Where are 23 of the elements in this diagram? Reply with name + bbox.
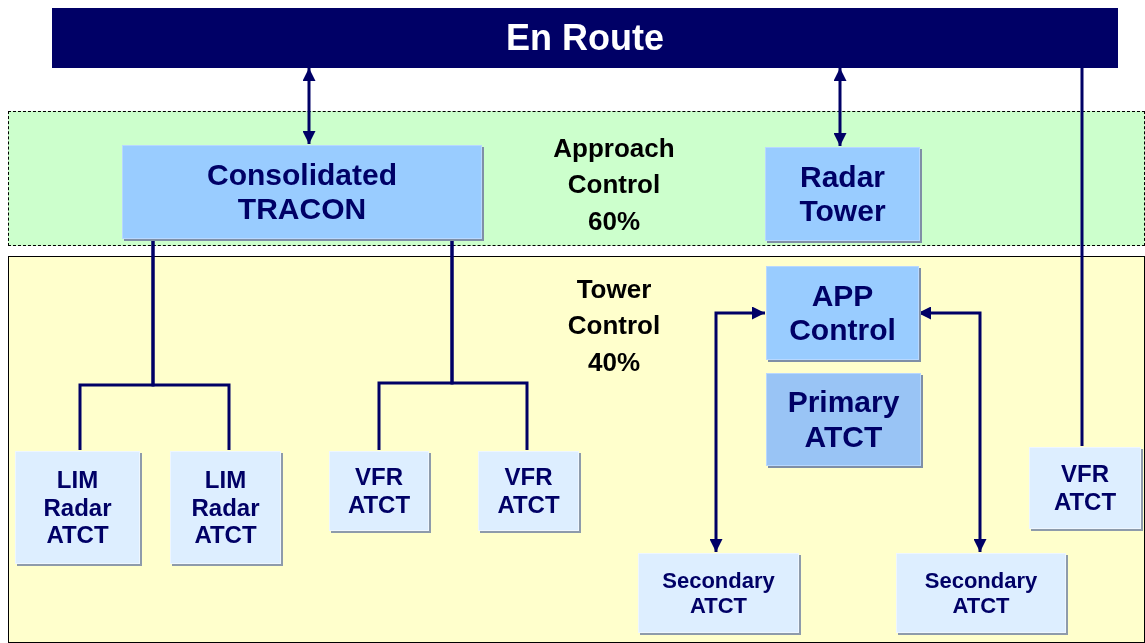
facility-box: LIM Radar ATCT	[15, 451, 140, 564]
zone-label: Approach Control 60%	[552, 132, 676, 238]
facility-box: Secondary ATCT	[638, 553, 799, 633]
header-bar: En Route	[52, 8, 1118, 68]
connector-line	[1080, 68, 1084, 446]
arrow	[918, 306, 987, 552]
facility-box: LIM Radar ATCT	[170, 451, 281, 564]
arrow	[302, 68, 316, 144]
connector-line	[151, 238, 231, 450]
facility-box: VFR ATCT	[329, 451, 429, 531]
facility-box: Radar Tower	[765, 147, 920, 241]
facility-box: VFR ATCT	[1029, 447, 1141, 529]
zone-band	[8, 111, 1145, 246]
facility-box: Consolidated TRACON	[122, 145, 482, 239]
facility-box: Secondary ATCT	[896, 553, 1066, 633]
zone-label: Tower Control 40%	[566, 273, 662, 379]
facility-box: APP Control	[766, 266, 919, 360]
arrow	[709, 306, 765, 552]
zone-band	[8, 256, 1145, 643]
connector-line	[450, 238, 529, 450]
arrow	[833, 68, 847, 146]
facility-box: VFR ATCT	[478, 451, 579, 531]
facility-box: Primary ATCT	[766, 373, 921, 466]
